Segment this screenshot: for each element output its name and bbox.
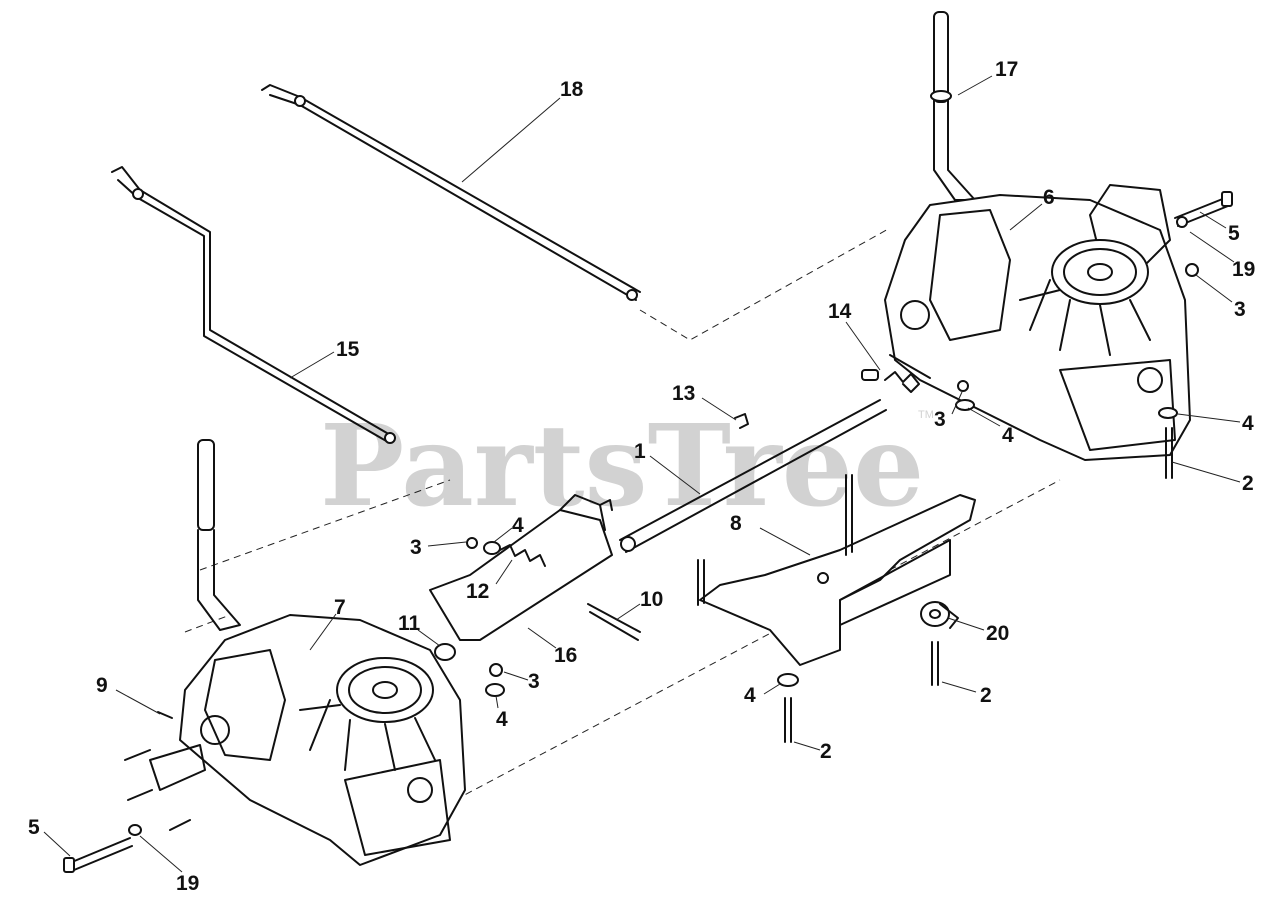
callout-17: 17 bbox=[995, 58, 1018, 81]
callout-8: 8 bbox=[730, 512, 742, 535]
nut-right[interactable] bbox=[1185, 263, 1199, 277]
callout-4-left: 4 bbox=[496, 708, 508, 731]
callout-3-lever: 3 bbox=[410, 536, 422, 559]
callout-3-left: 3 bbox=[528, 670, 540, 693]
bolt-left[interactable] bbox=[63, 837, 133, 873]
control-lever[interactable] bbox=[429, 494, 636, 641]
callout-5-left: 5 bbox=[28, 816, 40, 839]
callout-5-right: 5 bbox=[1228, 222, 1240, 245]
callout-11: 11 bbox=[398, 612, 421, 635]
cable-clamp[interactable] bbox=[920, 601, 959, 629]
callout-16: 16 bbox=[554, 644, 577, 667]
bushing[interactable] bbox=[434, 643, 456, 661]
callout-13: 13 bbox=[672, 382, 695, 405]
mounting-bracket[interactable] bbox=[697, 474, 976, 666]
callout-19-right: 19 bbox=[1232, 258, 1255, 281]
washer-right[interactable] bbox=[1176, 216, 1188, 228]
return-spring[interactable] bbox=[884, 354, 931, 393]
callout-19-left: 19 bbox=[176, 872, 199, 895]
callout-20: 20 bbox=[986, 622, 1009, 645]
bolt-right[interactable] bbox=[1174, 191, 1233, 227]
callout-2-bracket: 2 bbox=[980, 684, 992, 707]
pin-bracket-lower[interactable] bbox=[784, 697, 792, 743]
washer-bracket[interactable] bbox=[777, 673, 799, 687]
callout-4-right-lower: 4 bbox=[1002, 424, 1014, 447]
pin-bracket[interactable] bbox=[931, 641, 939, 686]
control-rod-upper[interactable] bbox=[261, 84, 641, 301]
callout-9: 9 bbox=[96, 674, 108, 697]
callout-4-bracket: 4 bbox=[744, 684, 756, 707]
washer-right-pin[interactable] bbox=[1158, 407, 1178, 419]
callout-10: 10 bbox=[640, 588, 663, 611]
nut-right-lower[interactable] bbox=[957, 380, 969, 392]
washer-lever[interactable] bbox=[483, 541, 501, 555]
transmission-left[interactable] bbox=[124, 614, 466, 866]
cross-shaft[interactable] bbox=[619, 369, 887, 553]
nut-left[interactable] bbox=[489, 663, 503, 677]
nut-lever[interactable] bbox=[466, 537, 478, 549]
assembly-dashed-lines bbox=[184, 227, 1061, 801]
callout-15: 15 bbox=[336, 338, 360, 361]
callout-12: 12 bbox=[466, 580, 489, 603]
watermark-text: PartsTree bbox=[320, 401, 924, 532]
callout-1: 1 bbox=[634, 440, 646, 463]
watermark: PartsTree TM bbox=[320, 401, 934, 532]
callout-4-lever: 4 bbox=[512, 514, 524, 537]
callout-6: 6 bbox=[1043, 186, 1055, 209]
control-rod-lower[interactable] bbox=[111, 166, 396, 444]
callout-18: 18 bbox=[560, 78, 584, 101]
pin-right[interactable] bbox=[1165, 427, 1173, 479]
washer-left[interactable] bbox=[485, 683, 505, 697]
callout-7: 7 bbox=[334, 596, 346, 619]
callout-2-right: 2 bbox=[1242, 472, 1254, 495]
fastener-left[interactable] bbox=[157, 711, 173, 719]
watermark-trademark: TM bbox=[918, 409, 934, 421]
clip-lower[interactable] bbox=[599, 499, 613, 511]
washer-left-bolt[interactable] bbox=[128, 824, 142, 836]
washer-right-lower[interactable] bbox=[955, 399, 975, 411]
control-arm-left[interactable] bbox=[197, 439, 241, 631]
control-arm-right[interactable] bbox=[930, 11, 976, 201]
callout-4-right-pin: 4 bbox=[1242, 412, 1254, 435]
clip-upper[interactable] bbox=[734, 413, 749, 429]
callout-3-right-lower: 3 bbox=[934, 408, 946, 431]
callout-2-bracket-lower: 2 bbox=[820, 740, 832, 763]
leader-lines bbox=[43, 75, 1241, 873]
callout-labels: 18 17 6 5 19 3 14 15 13 3 4 4 1 2 8 3 4 … bbox=[28, 58, 1255, 895]
callout-14: 14 bbox=[828, 300, 852, 323]
callout-3-right: 3 bbox=[1234, 298, 1246, 321]
bolt-lever[interactable] bbox=[587, 603, 641, 641]
spring-lever[interactable] bbox=[499, 544, 546, 567]
